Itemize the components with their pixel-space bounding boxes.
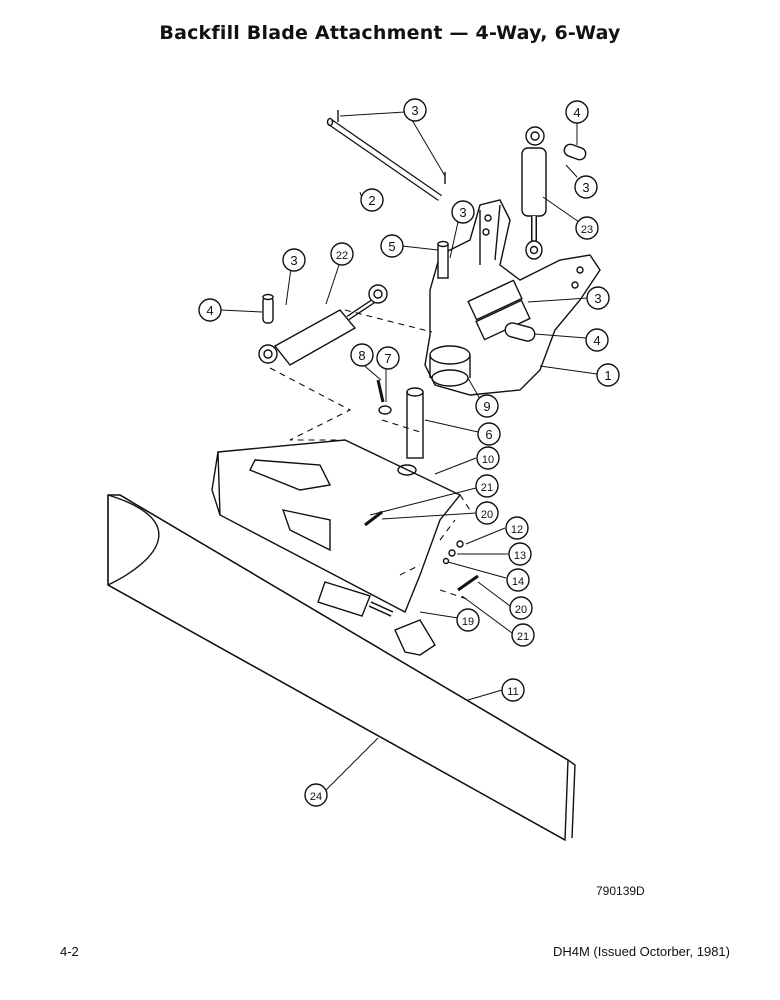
svg-text:3: 3	[594, 291, 601, 306]
callouts: 3 2 4 3 23 3 5 22 3 4 3 4 1 8 7 9 6 10 2…	[198, 98, 620, 807]
svg-text:21: 21	[481, 482, 493, 494]
svg-text:19: 19	[462, 616, 474, 628]
plate-part-10	[211, 439, 462, 613]
svg-text:6: 6	[485, 427, 492, 442]
callout-7: 7	[376, 346, 400, 370]
svg-text:20: 20	[515, 604, 527, 616]
callout-23: 23	[575, 216, 599, 240]
page-number: 4-2	[60, 944, 79, 959]
svg-text:4: 4	[206, 303, 213, 318]
rod-part-2	[326, 117, 442, 201]
callout-4-b: 4	[198, 298, 222, 322]
cylinder-part-22	[258, 284, 388, 366]
callout-3-e: 3	[586, 286, 610, 310]
svg-text:1: 1	[604, 368, 611, 383]
svg-text:5: 5	[388, 239, 395, 254]
figure-id: 790139D	[596, 884, 645, 898]
callout-21-a: 21	[475, 474, 499, 498]
callout-14: 14	[506, 568, 530, 592]
svg-text:13: 13	[514, 550, 526, 562]
svg-text:24: 24	[310, 791, 322, 803]
hardware-parts	[337, 110, 479, 592]
svg-text:3: 3	[459, 205, 466, 220]
callout-5: 5	[380, 234, 404, 258]
callout-20-b: 20	[509, 596, 533, 620]
callout-3-a: 3	[403, 98, 427, 122]
svg-text:7: 7	[384, 351, 391, 366]
svg-text:3: 3	[411, 103, 418, 118]
callout-19: 19	[456, 608, 480, 632]
callout-3-b: 3	[574, 175, 598, 199]
alignment-lines	[269, 309, 471, 601]
svg-text:4: 4	[593, 333, 600, 348]
callout-3-c: 3	[451, 200, 475, 224]
pin-part-6	[376, 379, 424, 459]
callout-20-a: 20	[475, 501, 499, 525]
callout-3-d: 3	[282, 248, 306, 272]
callout-24: 24	[304, 783, 328, 807]
callout-21-b: 21	[511, 623, 535, 647]
callout-9: 9	[475, 394, 499, 418]
svg-text:11: 11	[507, 686, 518, 698]
svg-text:9: 9	[483, 399, 490, 414]
callout-2: 2	[360, 188, 384, 212]
svg-text:20: 20	[481, 509, 493, 521]
callout-1: 1	[596, 363, 620, 387]
callout-10: 10	[476, 446, 500, 470]
callout-8: 8	[350, 343, 374, 367]
svg-text:8: 8	[358, 348, 365, 363]
callout-12: 12	[505, 516, 529, 540]
cylinder-part-23	[521, 126, 587, 260]
svg-text:3: 3	[290, 253, 297, 268]
callout-4-c: 4	[585, 328, 609, 352]
svg-text:12: 12	[511, 524, 523, 536]
svg-text:2: 2	[368, 193, 375, 208]
callout-4-a: 4	[565, 100, 589, 124]
svg-text:3: 3	[582, 180, 589, 195]
callout-11: 11	[501, 678, 525, 702]
frame-part-1	[424, 199, 601, 396]
svg-text:21: 21	[517, 631, 529, 643]
svg-text:22: 22	[336, 250, 348, 262]
svg-text:10: 10	[482, 454, 494, 466]
document-reference: DH4M (Issued Octorber, 1981)	[552, 944, 730, 959]
callout-6: 6	[477, 422, 501, 446]
cylinder-part-19	[317, 581, 436, 656]
leader-lines	[219, 111, 598, 791]
svg-text:14: 14	[512, 576, 524, 588]
svg-text:4: 4	[573, 105, 580, 120]
page-title: Backfill Blade Attachment — 4-Way, 6-Way	[159, 22, 621, 44]
callout-22: 22	[330, 242, 354, 266]
callout-13: 13	[508, 542, 532, 566]
svg-text:23: 23	[581, 224, 593, 236]
blade-part-24	[107, 494, 576, 842]
